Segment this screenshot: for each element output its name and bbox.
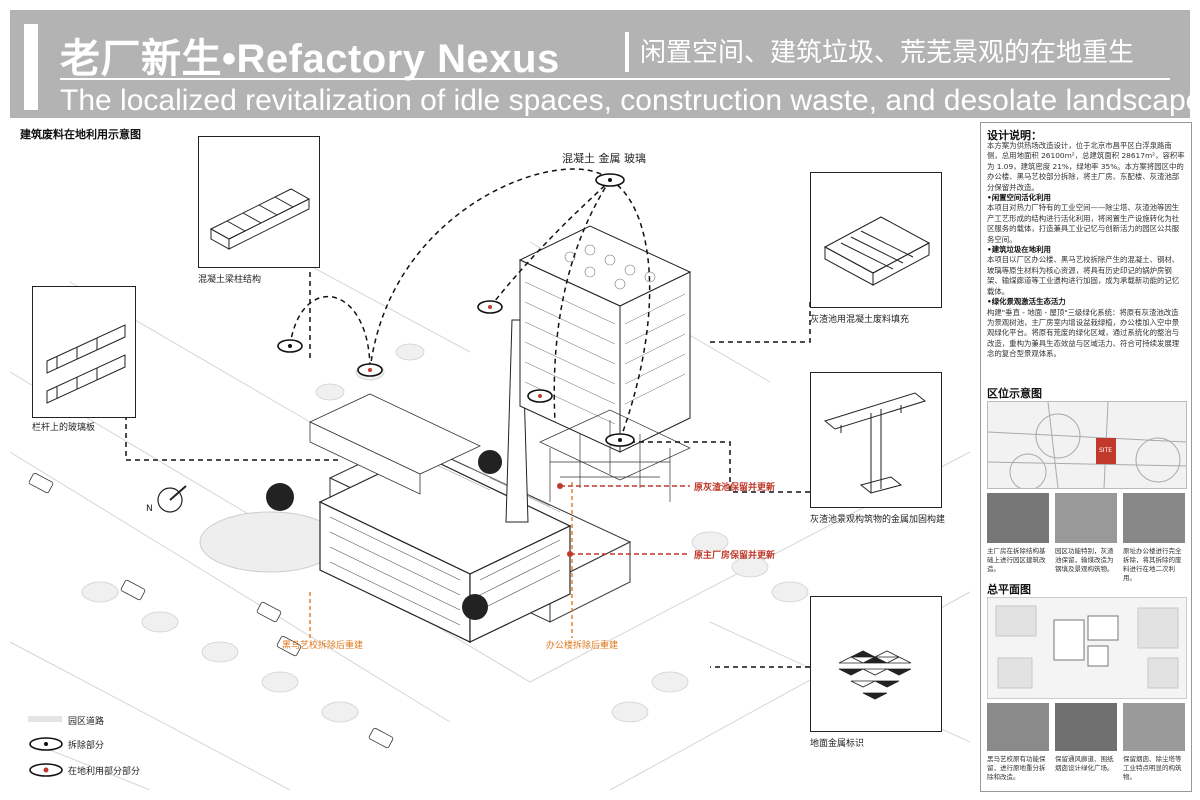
- callout-glass-label: 栏杆上的玻璃板: [32, 423, 96, 433]
- callout-ground-label: 地面金属标识: [810, 739, 865, 749]
- header-accent-bar: [24, 24, 38, 110]
- header-rule: [60, 78, 1170, 80]
- design-heading-3: •绿化景观激活生态活力: [987, 297, 1066, 307]
- photo-caption-3: 原址办公楼进行完全拆除，将其拆除的废料进行在地二次利用。: [1123, 547, 1182, 582]
- callout-ground: [810, 596, 942, 732]
- plan-title: 总平面图: [987, 583, 1031, 596]
- location-title: 区位示意图: [987, 387, 1042, 400]
- page-subtitle-cn: 闲置空间、建筑垃圾、荒芜景观的在地重生: [640, 38, 1135, 68]
- callout-beam: [198, 136, 320, 268]
- design-heading-1: •闲置空间活化利用: [987, 193, 1051, 203]
- design-intro: 本方案为供热场改造设计，位于北京市昌平区白浮泉路南侧，总用地面积 26100m²…: [987, 141, 1185, 192]
- legend-demolish-label: 拆除部分: [68, 741, 105, 751]
- callout-metal-frame: [810, 372, 942, 508]
- ground-marker-icon: [838, 650, 912, 700]
- page-subtitle-en: The localized revitalization of idle spa…: [60, 84, 1200, 117]
- callout-ash-pool-label: 灰渣池用混凝土废料填充: [810, 315, 910, 325]
- design-paragraph-1: 本项目对热力厂特有的工业空间——除尘塔、灰渣池等因生产工艺形成的结构进行活化利用…: [987, 203, 1180, 244]
- beam-structure-icon: [209, 188, 311, 250]
- photo-4: [987, 703, 1049, 751]
- legend-reuse-label: 在地利用部分部分: [68, 767, 141, 777]
- metal-frame-icon: [823, 392, 927, 494]
- photo-2: [1055, 493, 1117, 543]
- site-plan: [987, 597, 1187, 699]
- photo-caption-6: 保留烟囱、除尘塔等工业特点明显的构筑物。: [1123, 755, 1182, 781]
- callout-beam-label: 混凝土梁柱结构: [198, 275, 262, 285]
- design-description: 本方案为供热场改造设计，位于北京市昌平区白浮泉路南侧，总用地面积 26100m²…: [987, 141, 1185, 360]
- photo-1: [987, 493, 1049, 543]
- title-separator: [625, 32, 629, 72]
- diagram-panel: 建筑废料在地利用示意图: [10, 122, 970, 790]
- photo-caption-2: 园区功能特别，灰渣池保留，输煤改造为钢填及景观构筑物。: [1055, 547, 1114, 573]
- photo-caption-1: 主厂房在拆除结构基础上进行园区建筑改造。: [987, 547, 1046, 573]
- annotation-office-rebuild: 办公楼拆除后重建: [546, 641, 619, 651]
- design-paragraph-2: 本项目以厂区办公楼、黑马艺校拆除产生的混凝土、钢材、玻璃等原生材料为核心资源，将…: [987, 255, 1180, 296]
- callout-ash-pool: [810, 172, 942, 308]
- annotation-main-keep: 原主厂房保留并更新: [694, 551, 776, 561]
- photo-5: [1055, 703, 1117, 751]
- page-title: 老厂新生•Refactory Nexus: [60, 37, 560, 81]
- glass-railing-icon: [46, 324, 126, 404]
- sidebar: 设计说明： 本方案为供热场改造设计，位于北京市昌平区白浮泉路南侧，总用地面积 2…: [980, 122, 1192, 792]
- design-heading-2: •建筑垃圾在地利用: [987, 245, 1051, 255]
- ash-pool-icon: [823, 216, 931, 286]
- photo-6: [1123, 703, 1185, 751]
- callout-metal-frame-label: 灰渣池景观构筑物的金属加固构建: [810, 515, 946, 525]
- location-map: SITE: [987, 401, 1187, 489]
- location-map-graphic: [988, 402, 1186, 488]
- photo-3: [1123, 493, 1185, 543]
- photo-caption-5: 保留通风廊道、围纸烟囱设计绿化广场。: [1055, 755, 1114, 772]
- header-banner: 老厂新生•Refactory Nexus 闲置空间、建筑垃圾、荒芜景观的在地重生…: [10, 10, 1200, 118]
- annotation-art-rebuild: 黑马艺校拆除后重建: [282, 641, 364, 651]
- axonometric-diagram: [10, 168, 970, 790]
- diagram-section-title: 建筑废料在地利用示意图: [20, 128, 141, 141]
- site-marker-label: SITE: [1099, 447, 1113, 454]
- legend-road-label: 园区道路: [68, 717, 105, 727]
- design-title: 设计说明：: [987, 129, 1042, 142]
- callout-glass: [32, 286, 136, 418]
- north-label: N: [146, 504, 153, 514]
- annotation-ash-keep: 原灰渣池保留并更新: [694, 483, 776, 493]
- materials-label: 混凝土 金属 玻璃: [562, 152, 646, 165]
- design-paragraph-3: 构建"垂直 - 地面 - 屋顶"三级绿化系统：将原有灰渣池改造为景观树池，主厂房…: [987, 307, 1180, 359]
- site-plan-graphic: [995, 605, 1179, 689]
- photo-caption-4: 黑马艺校原有功能保留，进行原地重分拆除和改造。: [987, 755, 1046, 781]
